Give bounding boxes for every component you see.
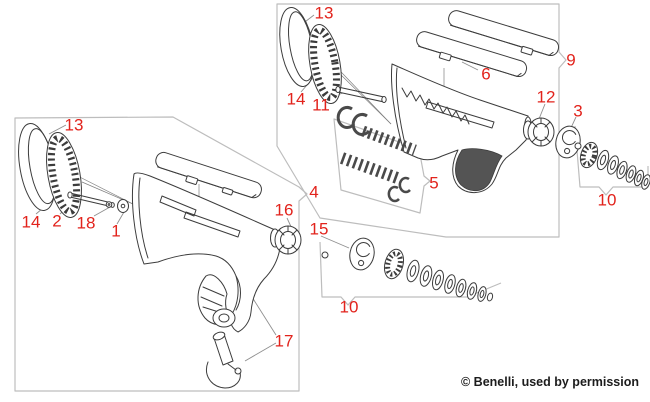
washer-1 — [117, 199, 129, 213]
pad-spacer-upper — [308, 24, 342, 104]
shim-kit-contents-5 — [336, 105, 417, 203]
stock-nut-12 — [523, 117, 555, 147]
part-label-part-6: 6 — [481, 64, 491, 84]
pad-bolt-11 — [335, 86, 387, 103]
part-label-part-3: 3 — [573, 101, 583, 121]
sling-swivel-17 — [206, 331, 242, 389]
pad-spacer-lower — [46, 132, 82, 218]
pistol-grip-upper — [455, 148, 503, 192]
stock-lower — [132, 172, 284, 333]
group-box-4 — [14, 116, 308, 392]
part-label-part-2: 2 — [52, 211, 62, 231]
grip-insert-17 — [197, 274, 236, 328]
ball-lower — [321, 251, 329, 259]
part-label-part-18: 18 — [76, 213, 96, 233]
spring-washer-stack-lower-10 — [383, 248, 494, 302]
spring-washer-stack-upper-10 — [579, 141, 650, 190]
part-label-lower-14: 14 — [21, 212, 41, 232]
part-label-part-1: 1 — [111, 221, 121, 241]
part-label-upper-10: 10 — [597, 190, 617, 210]
stock-upper — [391, 63, 532, 193]
part-label-upper-13: 13 — [314, 3, 334, 23]
comb-piece-lower-stock — [155, 151, 262, 199]
ball-upper — [574, 142, 582, 150]
part-label-part-15: 15 — [309, 219, 329, 239]
part-label-part-5: 5 — [429, 173, 439, 193]
part-label-upper-11: 11 — [312, 95, 330, 115]
comb-piece-high-6 — [448, 10, 560, 57]
part-label-group-9: 9 — [566, 50, 576, 70]
part-label-lower-10: 10 — [339, 297, 359, 317]
part-label-group-4: 4 — [309, 182, 319, 202]
part-label-part-12: 12 — [536, 87, 556, 107]
part-label-part-17: 17 — [274, 331, 294, 351]
lock-plate-15 — [346, 235, 378, 273]
comb-piece-low-6 — [416, 31, 528, 78]
part-label-lower-13: 13 — [64, 115, 84, 135]
spring-bracket-lower-10 — [319, 241, 502, 306]
copyright-credit: © Benelli, used by permission — [460, 375, 639, 389]
part-label-part-16: 16 — [274, 200, 294, 220]
part-label-upper-14: 14 — [286, 89, 306, 109]
lock-plate-3 — [552, 123, 584, 161]
lock-washer-18 — [105, 201, 113, 208]
